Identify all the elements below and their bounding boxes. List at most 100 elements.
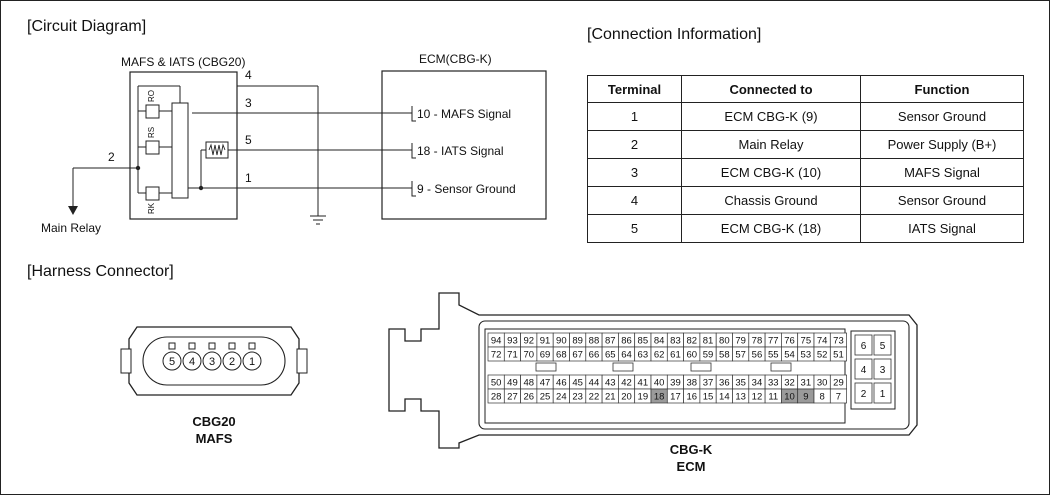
ecm-signal-10: 10 - MAFS Signal [417, 107, 511, 121]
cell-terminal: 2 [587, 130, 682, 159]
pin-label-4: 4 [245, 68, 252, 82]
mafs-pin-key [168, 342, 176, 350]
resistor-ro-label: RO [147, 90, 156, 102]
cell-function: IATS Signal [860, 214, 1024, 243]
table-header-row: Terminal Connected to Function [587, 75, 1024, 103]
cell-connected-to: Chassis Ground [681, 186, 861, 215]
resistor-rk [145, 186, 160, 201]
ecm-pin-number: 32 [784, 378, 795, 389]
ecm-pin-number: 9 [803, 392, 808, 403]
ecm-pin-number: 80 [719, 336, 730, 347]
cell-function: Sensor Ground [860, 102, 1024, 131]
table-row: 5 ECM CBG-K (18) IATS Signal [587, 214, 1024, 243]
ecm-pin-number: 70 [523, 350, 534, 361]
cell-terminal: 3 [587, 158, 682, 187]
ecm-pin-number: 94 [491, 336, 502, 347]
ecm-small-pin [854, 358, 873, 380]
connection-table: Terminal Connected to Function 1 ECM CBG… [587, 75, 1024, 243]
ecm-pin-number: 51 [833, 350, 844, 361]
ecm-pin-number: 64 [621, 350, 632, 361]
mafs-tab-right [296, 348, 308, 374]
mafs-pin [202, 351, 222, 371]
sensor-label: MAFS & IATS (CBG20) [121, 55, 245, 69]
circuit-diagram-title: [Circuit Diagram] [27, 18, 147, 35]
mafs-caption-code: CBG20 [192, 414, 236, 429]
mafs-pin-number: 4 [189, 356, 195, 368]
ecm-pin-number: 18 [654, 392, 665, 403]
cell-terminal: 5 [587, 214, 682, 243]
ecm-pin-number: 47 [540, 378, 551, 389]
ecm-pin-number: 59 [703, 350, 714, 361]
mafs-pin [182, 351, 202, 371]
ecm-caption-code: CBG-K [669, 442, 713, 457]
ecm-pin-number: 82 [686, 336, 697, 347]
ecm-pin-number: 27 [507, 392, 518, 403]
cell-function: MAFS Signal [860, 158, 1024, 187]
cell-function: Sensor Ground [860, 186, 1024, 215]
ecm-pin-number: 35 [735, 378, 746, 389]
ecm-pin-number: 34 [752, 378, 763, 389]
ecm-pin-number: 49 [507, 378, 518, 389]
ecm-pin [829, 346, 847, 362]
ecm-pin-number: 8 [820, 392, 825, 403]
ecm-pin-number: 68 [556, 350, 567, 361]
ecm-pin-number: 38 [686, 378, 697, 389]
ecm-pin-number: 52 [817, 350, 828, 361]
ecm-box [381, 70, 547, 220]
ecm-pin-number: 62 [654, 350, 665, 361]
ecm-pin-number: 23 [572, 392, 583, 403]
ecm-pin-number: 81 [703, 336, 714, 347]
ecm-pin-number: 54 [784, 350, 795, 361]
ecm-pin-number: 69 [540, 350, 551, 361]
ecm-pin-number: 65 [605, 350, 616, 361]
ecm-terminal-18 [411, 143, 416, 159]
ecm-pin-number: 90 [556, 336, 567, 347]
header-function: Function [860, 75, 1024, 103]
ecm-pin-number: 43 [605, 378, 616, 389]
mafs-pin-number: 1 [249, 356, 255, 368]
ecm-pin-number: 11 [768, 392, 778, 403]
ecm-pin-number: 48 [523, 378, 534, 389]
ecm-pin-number: 85 [638, 336, 649, 347]
ecm-pin-number: 19 [638, 392, 649, 403]
ecm-pin-number: 33 [768, 378, 779, 389]
ground-junction [198, 185, 204, 191]
ecm-key-tab [535, 362, 557, 372]
ecm-signal-18: 18 - IATS Signal [417, 144, 503, 158]
ecm-small-pin-number: 6 [861, 341, 867, 352]
ecm-pin-number: 13 [735, 392, 746, 403]
resistor-rs-label: RS [147, 127, 156, 138]
ecm-pin-number: 84 [654, 336, 665, 347]
ecm-pin-number: 20 [621, 392, 632, 403]
ecm-small-pin [873, 334, 892, 356]
ecm-pin-number: 57 [735, 350, 746, 361]
mafs-pin-number: 3 [209, 356, 215, 368]
mafs-caption: CBG20 MAFS [169, 413, 259, 447]
mafs-pin-key [208, 342, 216, 350]
ecm-pin-number: 83 [670, 336, 681, 347]
mafs-pin [222, 351, 242, 371]
ecm-key-tab [770, 362, 792, 372]
table-row: 4 Chassis Ground Sensor Ground [587, 186, 1024, 215]
mafs-pin-key [228, 342, 236, 350]
ecm-pin-number: 56 [752, 350, 763, 361]
ecm-pin-number: 46 [556, 378, 567, 389]
ecm-pin-number: 87 [605, 336, 616, 347]
cell-terminal: 1 [587, 102, 682, 131]
ecm-pin-number: 77 [768, 336, 779, 347]
ecm-pin-number: 44 [589, 378, 600, 389]
ecm-small-pin [873, 382, 892, 404]
ecm-pin-number: 37 [703, 378, 714, 389]
sensor-element [171, 102, 189, 199]
ecm-pin-number: 79 [735, 336, 746, 347]
ecm-small-pin [873, 358, 892, 380]
mafs-pin [242, 351, 262, 371]
ecm-pin-number: 91 [540, 336, 551, 347]
ecm-pin-number: 24 [556, 392, 567, 403]
mafs-pin [162, 351, 182, 371]
ecm-pin-number: 55 [768, 350, 779, 361]
mafs-pin-number: 5 [169, 356, 175, 368]
ecm-pin-number: 14 [719, 392, 730, 403]
ecm-pin-number: 74 [817, 336, 828, 347]
mafs-pin-key [248, 342, 256, 350]
